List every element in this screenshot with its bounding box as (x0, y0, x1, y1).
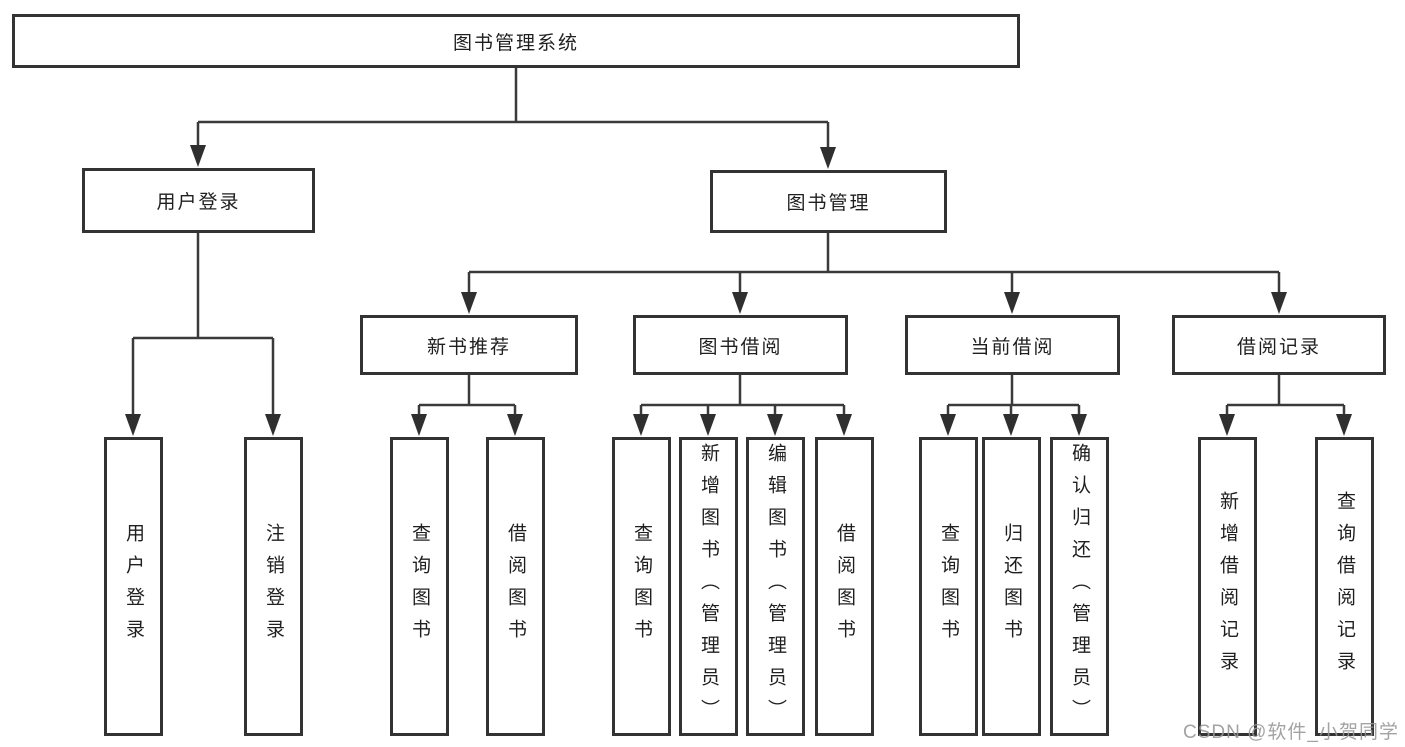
node-book-borrowing-label: 图书借阅 (698, 336, 783, 358)
leaf-query-borrow-record-label: 查询借阅记录 (1334, 490, 1355, 683)
leaf-query-borrow-record: 查询借阅记录 (1315, 437, 1374, 736)
node-book-management-label: 图书管理 (786, 193, 871, 214)
leaf-query-books-1: 查询图书 (390, 437, 449, 736)
node-root: 图书管理系统 (12, 14, 1020, 68)
leaf-query-books-3: 查询图书 (919, 437, 978, 736)
csdn-watermark: CSDN @软件_小贺同学 (1183, 722, 1399, 743)
leaf-return-books-label: 归还图书 (1001, 522, 1022, 651)
node-book-borrowing: 图书借阅 (633, 315, 848, 375)
node-new-book-recommend-label: 新书推荐 (426, 336, 511, 358)
leaf-add-books-admin: 新增图书（管理员） (679, 437, 738, 736)
leaf-query-books-2: 查询图书 (612, 437, 671, 736)
leaf-logout: 注销登录 (244, 437, 303, 736)
node-user-login-label: 用户登录 (156, 192, 241, 213)
node-new-book-recommend: 新书推荐 (360, 315, 578, 375)
arrowheads (125, 145, 1352, 436)
connector-borrow-records-to-leaves (1225, 375, 1346, 418)
leaf-confirm-return-admin: 确认归还（管理员） (1050, 437, 1109, 736)
connector-book-mgmt-to-level3 (467, 233, 1281, 296)
leaf-edit-books-admin-label: 编辑图书（管理员） (765, 442, 786, 731)
leaf-query-books-2-label: 查询图书 (631, 522, 652, 651)
leaf-add-borrow-record: 新增借阅记录 (1198, 437, 1257, 736)
node-borrowing-records: 借阅记录 (1172, 315, 1386, 375)
leaf-return-books: 归还图书 (982, 437, 1041, 736)
leaf-borrow-books-2-label: 借阅图书 (834, 522, 855, 651)
connector-new-book-rec-to-leaves (417, 375, 517, 418)
leaf-logout-label: 注销登录 (263, 522, 284, 651)
node-root-label: 图书管理系统 (452, 32, 579, 54)
node-book-management: 图书管理 (710, 170, 947, 233)
leaf-borrow-books-1: 借阅图书 (486, 437, 545, 736)
node-current-borrowing-label: 当前借阅 (970, 336, 1055, 358)
connector-root-to-level2 (196, 68, 830, 151)
leaf-user-login: 用户登录 (104, 437, 163, 736)
leaf-query-books-3-label: 查询图书 (938, 522, 959, 651)
leaf-borrow-books-2: 借阅图书 (815, 437, 874, 736)
leaf-borrow-books-1-label: 借阅图书 (505, 522, 526, 651)
leaf-edit-books-admin: 编辑图书（管理员） (746, 437, 805, 736)
leaf-add-books-admin-label: 新增图书（管理员） (698, 442, 719, 731)
node-current-borrowing: 当前借阅 (905, 315, 1120, 375)
leaf-user-login-label: 用户登录 (123, 522, 144, 651)
leaf-confirm-return-admin-label: 确认归还（管理员） (1069, 442, 1090, 731)
connector-current-borrow-to-leaves (946, 375, 1081, 418)
node-user-login: 用户登录 (82, 168, 315, 233)
leaf-query-books-1-label: 查询图书 (409, 522, 430, 651)
leaf-add-borrow-record-label: 新增借阅记录 (1217, 490, 1238, 683)
node-borrowing-records-label: 借阅记录 (1236, 336, 1321, 358)
connector-user-login-to-leaves (131, 233, 275, 418)
connector-book-borrow-to-leaves (639, 375, 846, 418)
